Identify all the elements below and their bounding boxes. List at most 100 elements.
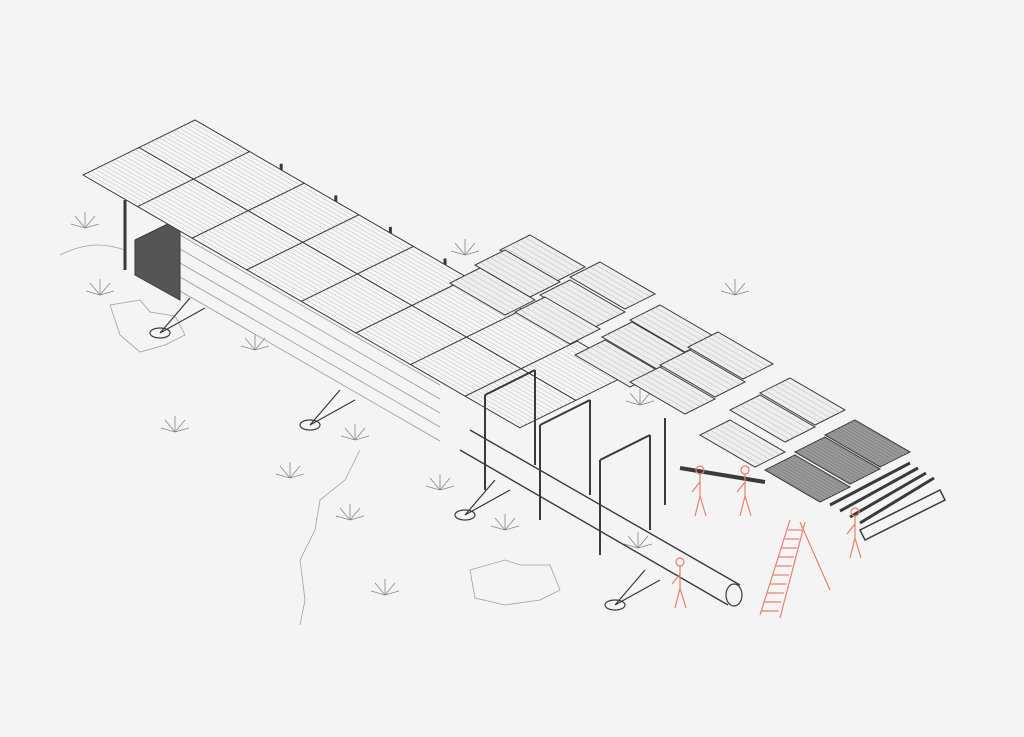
- roof-panel-rib: [197, 176, 253, 209]
- worker-figure: [671, 566, 687, 609]
- roof-panel-rib: [221, 165, 277, 198]
- roof-panel-rib: [237, 157, 293, 190]
- loose-panel-rib: [749, 399, 806, 433]
- roof-panel-rib: [153, 198, 209, 231]
- roof-panel-rib: [86, 172, 142, 205]
- beam-pipe: [459, 429, 741, 606]
- loose-panel-rib: [724, 422, 781, 455]
- roof-panel-rib: [276, 196, 331, 229]
- loose-panel-rib: [800, 448, 857, 482]
- footing: [604, 599, 626, 611]
- roof-panel-rib: [118, 157, 174, 190]
- roof-panel-rib: [447, 287, 503, 320]
- loose-panel-rib: [818, 439, 875, 473]
- roof-panel-rib: [245, 153, 301, 186]
- wall-cladding-line: [179, 262, 441, 414]
- loose-panel-rib: [519, 309, 576, 342]
- loose-panel-rib: [606, 334, 663, 367]
- loose-panel-rib: [649, 371, 706, 405]
- plant: [335, 504, 365, 521]
- roof-panel-rib: [458, 340, 514, 373]
- plant: [70, 212, 100, 229]
- roof-panel-rib: [189, 180, 245, 213]
- roof-panel-rib: [106, 162, 162, 196]
- roof-panel-rib: [286, 249, 342, 282]
- roof-panel-rib: [497, 380, 552, 413]
- roof-panel-rib: [262, 261, 318, 294]
- roof: [81, 119, 633, 429]
- loose-panel-rib: [514, 242, 571, 275]
- roof-panel-rib: [434, 352, 490, 385]
- roof-panel-rib: [252, 208, 307, 241]
- roof-panel-rib: [427, 297, 483, 330]
- loose-panel-rib: [702, 339, 759, 372]
- roof-panel-rib: [150, 141, 206, 174]
- roof-panel-rib: [256, 206, 311, 239]
- roof-panel-rib: [337, 283, 393, 316]
- roof-panel-rib: [369, 267, 425, 300]
- roof-panel-rib: [313, 295, 369, 328]
- loose-panel-rib: [704, 432, 761, 465]
- roof-panel-rib: [383, 319, 439, 352]
- roof-panel-rib: [290, 247, 346, 281]
- ladder-rails: [759, 519, 831, 619]
- roof-panel-rib: [415, 303, 471, 336]
- loose-panel-rib: [833, 430, 890, 463]
- loose-panel-rib: [674, 357, 731, 390]
- roof-panel-rib: [185, 182, 241, 215]
- roof-panel-rib: [157, 196, 213, 229]
- loose-panel-rib: [815, 441, 872, 474]
- roof-panel-rib: [322, 232, 378, 265]
- roof-panel-rib: [334, 226, 390, 259]
- loose-panel-rib: [529, 304, 586, 337]
- loose-panel-rib: [494, 254, 551, 288]
- loose-panel-rib: [709, 429, 766, 463]
- roof-panel-rib: [509, 374, 564, 407]
- roof-panel-rib: [361, 271, 417, 304]
- loose-panel-rib: [564, 282, 621, 315]
- loose-panel-rib: [499, 252, 556, 285]
- roof-panel-rib: [178, 127, 234, 160]
- support-strut: [464, 479, 511, 516]
- plant: [425, 474, 455, 491]
- roof-panel-rib: [359, 330, 415, 363]
- loose-panel-rib: [806, 445, 863, 479]
- roof-panel-rib: [209, 171, 265, 204]
- roof-panel-rib: [557, 350, 612, 383]
- loose-panel-rib: [469, 272, 526, 306]
- loose-panel-rib: [589, 347, 646, 380]
- roof-panel-rib: [309, 297, 365, 330]
- roof-panel-rib: [514, 313, 570, 346]
- loose-panel-rib: [812, 442, 869, 476]
- roof-panel-rib: [314, 236, 370, 269]
- roof-panel-rib: [473, 392, 528, 425]
- plant: [720, 279, 750, 296]
- plant: [370, 579, 400, 596]
- loose-panel-rib: [774, 385, 831, 418]
- roof-panel-rib: [379, 320, 435, 354]
- loose-panel-rib: [788, 457, 845, 491]
- loose-panel-rib: [594, 344, 651, 378]
- roof-panel-rib: [486, 327, 542, 360]
- loose-panel-rib: [836, 428, 893, 462]
- loose-panel-rib: [654, 307, 711, 340]
- loose-panel-rib: [524, 237, 581, 270]
- roof-panel-rib: [174, 129, 230, 162]
- roof-panel-rib: [212, 228, 267, 261]
- roof-panel-rib: [186, 123, 242, 156]
- roof-panel-rib: [213, 169, 269, 202]
- worker-head: [740, 465, 750, 475]
- roof-panel-rib: [220, 224, 275, 257]
- loose-panel-rib: [797, 450, 854, 483]
- loose-panel-rib: [739, 404, 796, 438]
- bracket-plate: [858, 488, 947, 542]
- roof-panel-rib: [272, 198, 327, 231]
- roof-panel-rib: [477, 390, 532, 423]
- roof-panel-rib: [142, 145, 198, 178]
- roof-panel-rib: [373, 265, 429, 298]
- roof-panel-rib: [350, 218, 406, 251]
- roof-panel-rib: [478, 330, 534, 364]
- roof-panel-rib: [233, 159, 289, 192]
- roof-panel-rib: [462, 338, 518, 371]
- loose-panel-rib: [827, 433, 884, 466]
